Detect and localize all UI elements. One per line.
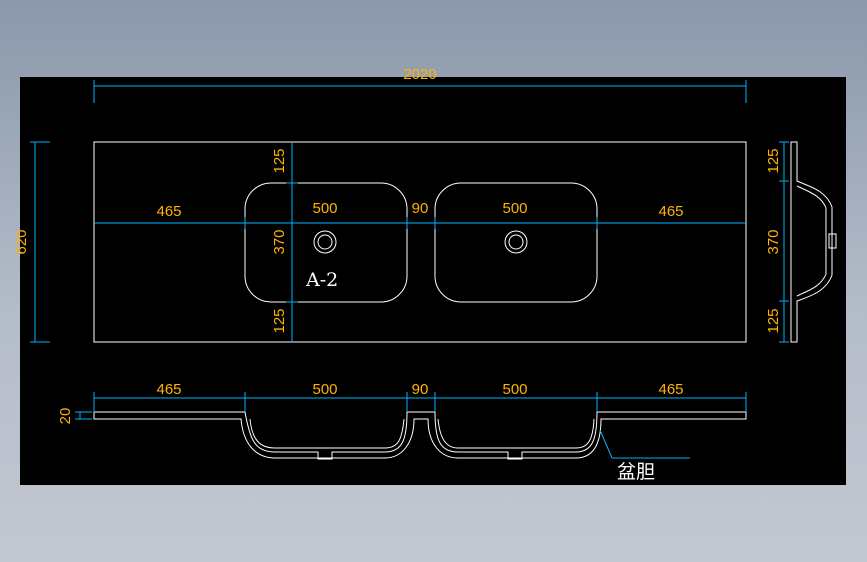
gap-label: 90 (412, 200, 429, 217)
overall-width-label: 2020 (403, 66, 436, 83)
side-section-view: 125 370 125 (765, 141, 837, 343)
top-margin-label: 125 (271, 148, 288, 173)
front-bowl-right-label: 500 (502, 381, 527, 398)
bowl-depth-label: 370 (271, 229, 288, 254)
basin-leader-line (599, 429, 690, 459)
bowl-width-left-label: 500 (312, 200, 337, 217)
right-drain-outer (504, 230, 528, 254)
front-gap-label: 90 (412, 381, 429, 398)
thickness-label: 20 (57, 408, 74, 425)
bottom-margin-label: 125 (271, 308, 288, 333)
left-drain-outer (313, 230, 337, 254)
left-bowl-outline (244, 182, 408, 303)
view-tag: A-2 (305, 269, 338, 291)
basin-callout: 盆胆 (617, 461, 655, 483)
countertop-outline (93, 141, 747, 343)
right-bowl-outline (434, 182, 598, 303)
front-right-side-label: 465 (658, 381, 683, 398)
plan-view: A-2 (93, 141, 747, 343)
left-drain-inner (317, 234, 333, 250)
right-side-label: 465 (658, 203, 683, 220)
overall-depth-label: 620 (13, 229, 30, 254)
overall-depth-dimension: 620 (13, 141, 50, 343)
bowl-depth-chain: 125 370 125 (271, 142, 298, 342)
side-drain-fitting (828, 233, 837, 249)
right-drain-inner (508, 234, 524, 250)
left-side-label: 465 (156, 203, 181, 220)
front-section-view: 465 500 90 500 465 20 盆胆 (57, 381, 747, 483)
bowl-width-right-label: 500 (502, 200, 527, 217)
bowl-width-chain: 465 500 90 500 465 (94, 200, 746, 229)
drawing-canvas (20, 77, 846, 485)
overall-width-dimension: 2020 (93, 66, 747, 103)
side-bottom-label: 125 (765, 308, 782, 333)
front-bowl-left-label: 500 (312, 381, 337, 398)
side-mid-label: 370 (765, 229, 782, 254)
side-top-label: 125 (765, 148, 782, 173)
front-left-side-label: 465 (156, 381, 181, 398)
